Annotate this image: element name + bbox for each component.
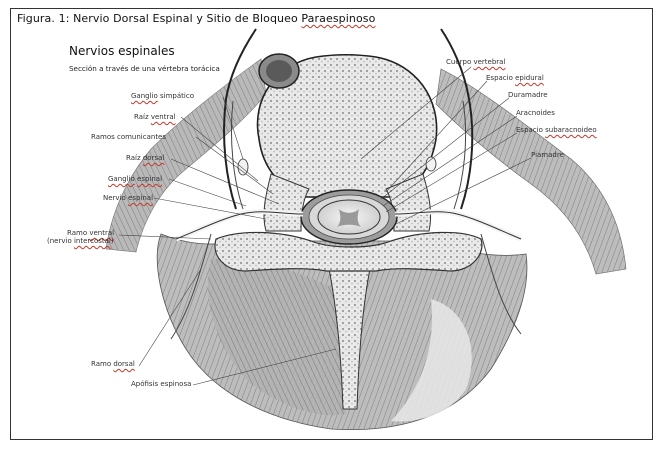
spinous-process [325,253,374,410]
label-arachnoid: Aracnoides [516,109,555,117]
left-paraspinal-muscle [207,259,346,416]
label-rami-communicantes: Ramos comunicantes [91,133,167,141]
label-vertebral-body: Cuerpo vertebral [446,58,506,66]
label-ventral-ramus: Ramo ventral [67,229,115,237]
right-dorsal-ramus [480,233,522,335]
left-intercostal-nerve [223,28,257,210]
label-spinal-ganglion: Ganglio espinal [108,175,163,183]
right-intercostal-tissue [435,68,627,275]
label-sympathetic-ganglion: Ganglio simpático [131,92,194,100]
label-dorsal-ramus: Ramo dorsal [91,360,135,368]
lower-right-fascia [391,299,472,422]
label-dorsal-root: Raíz dorsal [126,154,165,162]
label-intercostal-nerve: (nervio intercostal) [47,237,114,245]
lamina [214,231,483,272]
diagram-heading: Nervios espinales [69,44,175,58]
grey-matter [337,209,361,227]
label-dura-mater: Duramadre [508,91,548,99]
left-sympathetic-ganglion [237,158,249,176]
figure-caption: Figura. 1: Nervio Dorsal Espinal y Sitio… [17,12,375,25]
label-subarachnoid-space: Espacio subaracnoideo [516,126,597,134]
vertebra-cross-section [105,28,627,431]
left-pedicle [263,173,310,232]
label-ventral-root: Raíz ventral [134,113,176,121]
right-dorsal-root-ganglion [425,156,437,172]
left-dorsal-ramus [170,233,212,340]
diagram-subheading: Sección a través de una vértebra torácic… [69,64,220,73]
caption-prefix: Figura. 1: Nervio Dorsal Espinal y Sitio… [17,12,302,25]
right-paraspinal-muscle [351,259,484,415]
label-spinous-process: Apófisis espinosa [131,380,192,388]
label-spinal-nerve: Nervio espinal [103,194,154,202]
caption-flagged-word: Paraespinoso [301,12,376,25]
label-pia-mater: Piamadre [531,151,564,159]
right-intercostal-nerve [440,28,474,210]
label-epidural-space: Espacio epidural [486,74,544,82]
figure-frame: Figura. 1: Nervio Dorsal Espinal y Sitio… [10,8,653,440]
